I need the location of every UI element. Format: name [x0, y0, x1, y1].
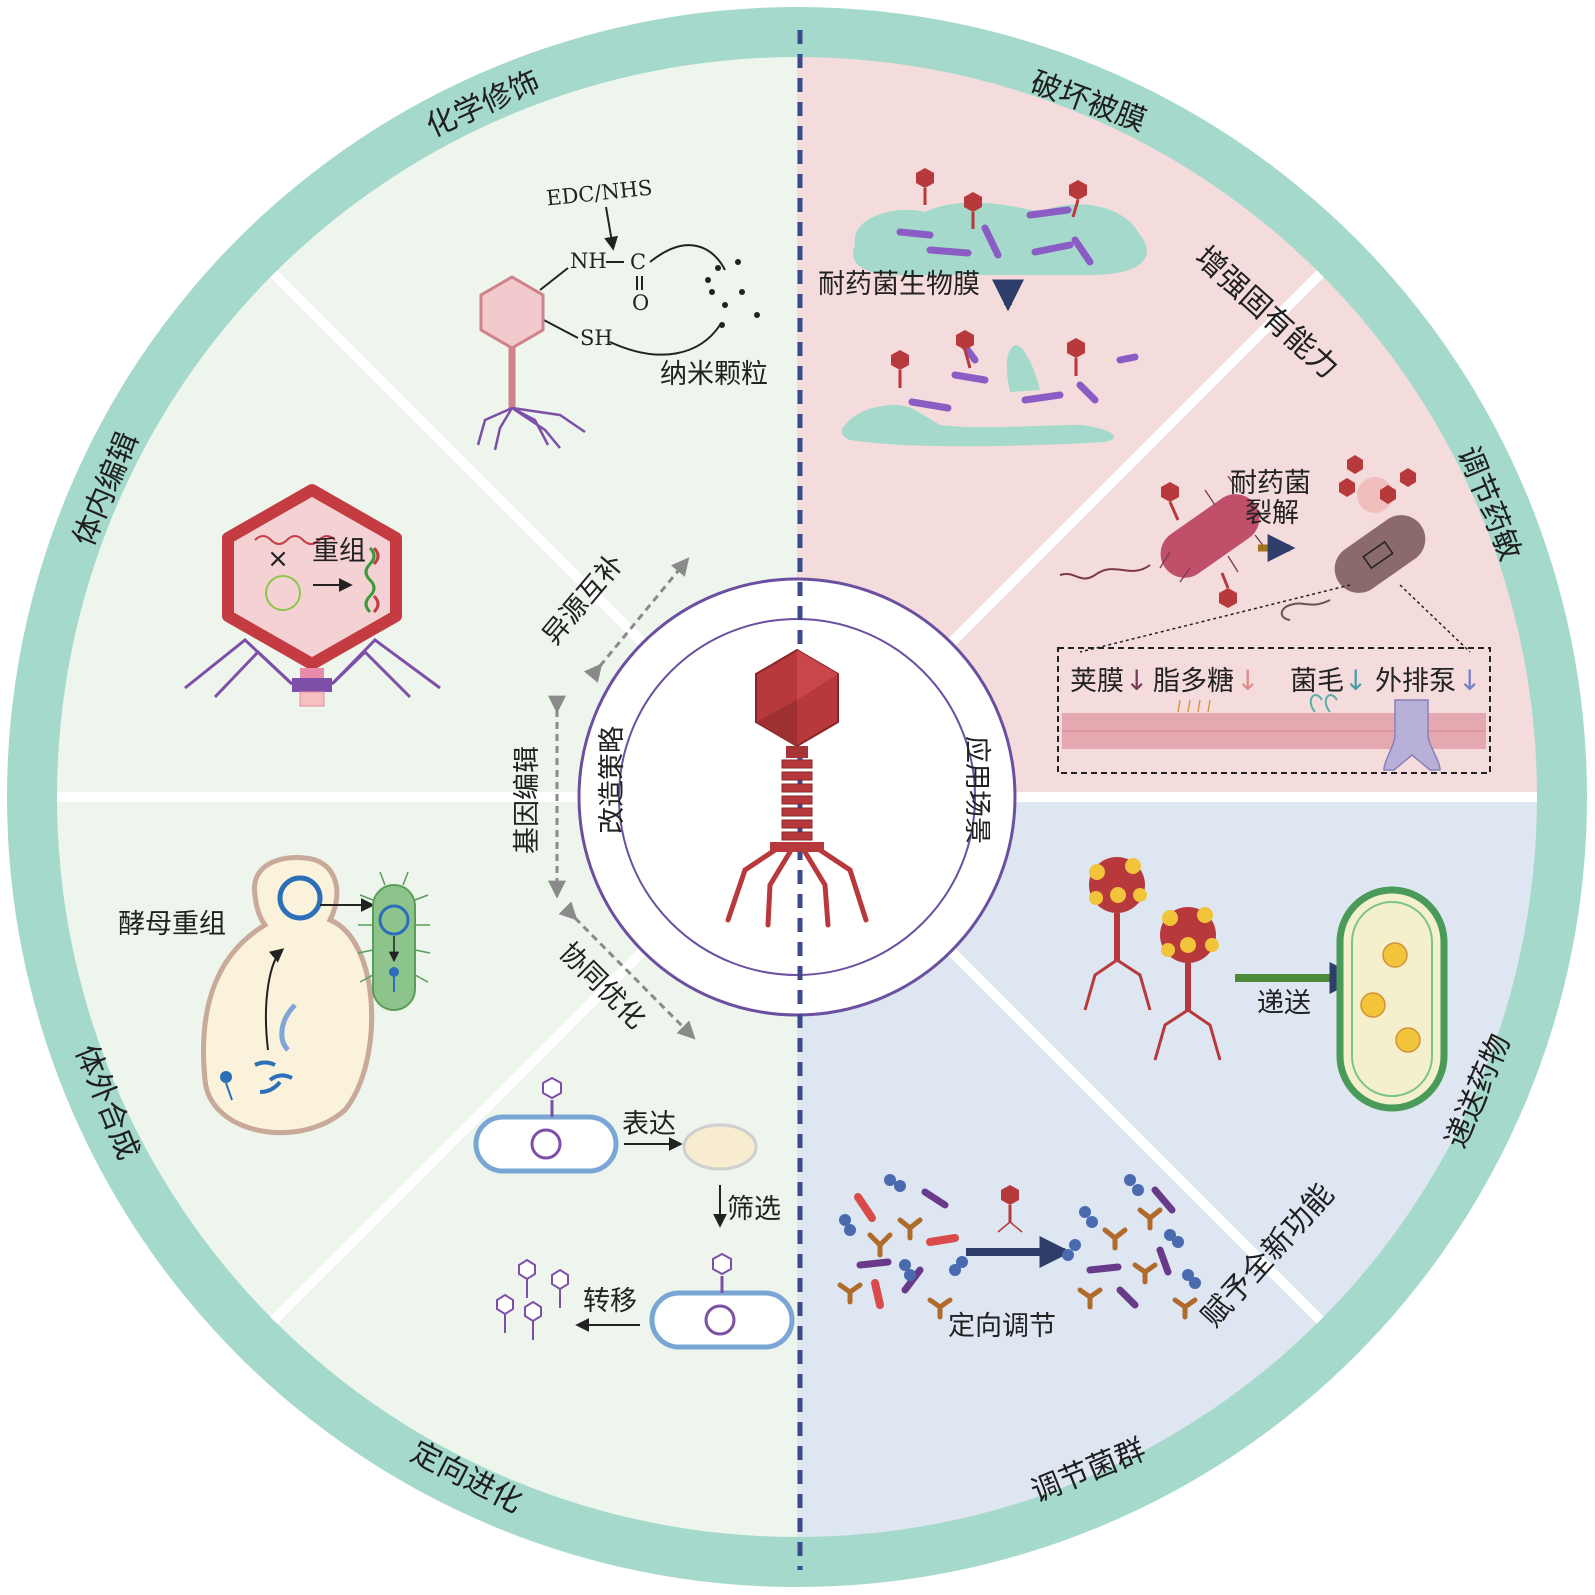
- drug-loaded-phages: [1083, 857, 1222, 1061]
- lysed-bacterium: [1334, 515, 1426, 593]
- flora-regulation-panel: 定向调节: [837, 1174, 1201, 1342]
- nh-label: NH: [570, 249, 607, 273]
- large-phage-head: [222, 484, 402, 670]
- plasmid-circle: [265, 575, 301, 611]
- lysis-label-line2: 裂解: [1245, 498, 1299, 529]
- lps-label: 脂多糖: [1153, 666, 1234, 697]
- capsule-down-arrow: ↓: [1125, 664, 1148, 697]
- delete-mark: ×: [267, 544, 289, 574]
- efflux-pump: [1383, 699, 1441, 771]
- nanoparticle-label: 纳米颗粒: [660, 359, 768, 390]
- drug-delivery-panel: 递送: [1083, 857, 1448, 1112]
- efflux-down-arrow: ↓: [1458, 664, 1481, 697]
- culture-dish: [682, 1123, 758, 1171]
- efflux-label: 外排泵: [1375, 666, 1456, 697]
- heterologous-arrow: [583, 557, 690, 683]
- center-phage-icon: [725, 648, 869, 928]
- o-label: O: [632, 291, 649, 315]
- yeast-plasmid: [277, 875, 323, 921]
- application-label: 应用场景: [961, 736, 992, 844]
- biofilm-panel: 耐药菌生物膜: [818, 168, 1147, 447]
- chemical-modification-panel: EDC/NHS NH C O SH 纳米颗粒: [476, 176, 768, 451]
- lps-down-arrow: ↓: [1236, 664, 1259, 697]
- pili-label: 菌毛: [1290, 666, 1344, 697]
- host-cell-2: [649, 1290, 795, 1350]
- c-label: C: [630, 250, 646, 274]
- capsule-label: 荚膜: [1070, 666, 1124, 697]
- recombine-label: 重组: [312, 536, 366, 567]
- co-optimization-arrow: [558, 901, 696, 1040]
- biofilm-mass: [853, 202, 1147, 275]
- sh-label: SH: [580, 326, 613, 350]
- progeny-phages: [496, 1258, 569, 1340]
- sensitivity-box: [1057, 647, 1491, 774]
- strategy-label: 改造策略: [597, 726, 628, 834]
- biofilm-bacteria: [896, 206, 1094, 266]
- delivery-label: 递送: [1257, 988, 1311, 1019]
- pili-down-arrow: ↓: [1344, 664, 1367, 697]
- gene-editing-label: 基因编辑: [512, 746, 543, 854]
- flora-label: 定向调节: [948, 1311, 1056, 1342]
- target-bacterium: [1336, 886, 1448, 1112]
- in-vivo-editing-panel: × 重组: [184, 484, 441, 707]
- lysis-panel: 耐药菌 裂解: [1059, 455, 1471, 653]
- mixed-flora-before: [837, 1174, 968, 1320]
- in-vitro-synthesis-panel: 酵母重组: [118, 854, 431, 1136]
- yeast-label: 酵母重组: [118, 909, 226, 940]
- yeast-cell: [200, 854, 375, 1136]
- transfer-label: 转移: [583, 1286, 637, 1317]
- lysis-label-line1: 耐药菌: [1230, 468, 1311, 499]
- screen-label: 筛选: [727, 1194, 781, 1225]
- biofilm-label: 耐药菌生物膜: [818, 269, 980, 300]
- biofilm-phages: [916, 168, 1087, 229]
- nanoparticle-dots: [705, 259, 760, 328]
- sensitivity-panel: 荚膜 ↓ 脂多糖 ↓ 菌毛 ↓ 外排泵 ↓: [1057, 647, 1491, 774]
- resistant-bacterium: [1160, 494, 1260, 578]
- express-label: 表达: [622, 1109, 676, 1140]
- host-cell-1: [473, 1114, 619, 1174]
- mixed-flora-after: [1062, 1174, 1201, 1320]
- disrupted-biofilm: [841, 405, 1115, 447]
- directed-evolution-panel: 表达 筛选 转移: [473, 1076, 795, 1350]
